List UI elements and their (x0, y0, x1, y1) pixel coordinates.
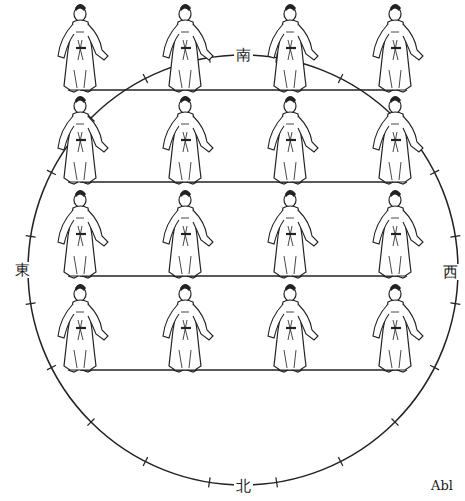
circle-tick (391, 418, 398, 425)
compass-east: 東 (13, 262, 32, 279)
figure-caption-fragment: Abl (429, 479, 455, 493)
circle-tick (87, 418, 94, 425)
circle-tick (450, 236, 460, 238)
circle-tick (276, 477, 278, 487)
circle-tick (47, 365, 56, 370)
dancer-figures (58, 4, 423, 372)
compass-west: 西 (441, 264, 460, 281)
compass-south: 南 (234, 47, 253, 64)
circle-tick (338, 457, 343, 466)
circle-tick (430, 365, 439, 370)
circle-tick (450, 303, 460, 305)
circle-tick (430, 170, 439, 175)
circle-tick (143, 457, 148, 466)
circle-ticks (26, 53, 461, 488)
circle-tick (26, 236, 36, 238)
circle-tick (209, 477, 211, 487)
circle-tick (143, 74, 148, 83)
circle-tick (26, 303, 36, 305)
circle-tick (47, 170, 56, 175)
circle-tick (338, 74, 343, 83)
grid-lines (80, 90, 400, 370)
dance-circle (28, 55, 458, 485)
compass-north: 北 (234, 478, 253, 495)
